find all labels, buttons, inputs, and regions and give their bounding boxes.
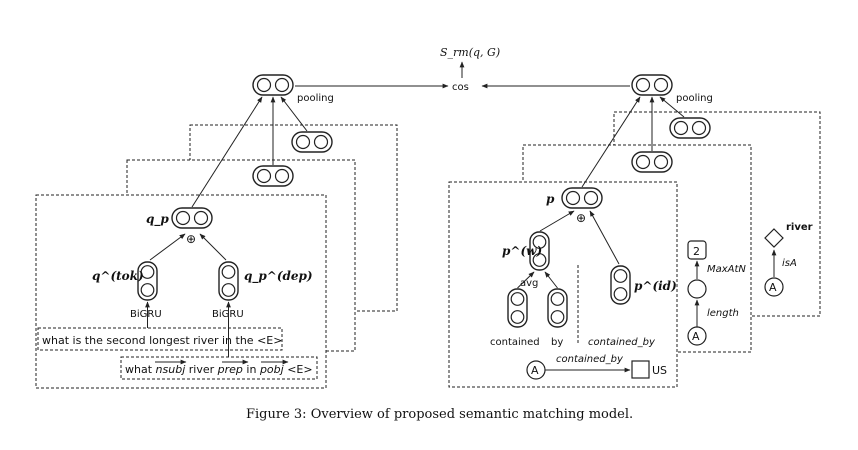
dep-word-1: what bbox=[125, 363, 153, 376]
isa-label: isA bbox=[782, 258, 797, 269]
river-label: river bbox=[786, 222, 813, 233]
us-node-label: US bbox=[652, 364, 667, 377]
node-a3-label: A bbox=[769, 281, 777, 294]
word-by-label: by bbox=[551, 337, 563, 348]
edge-contained-by-label: contained_by bbox=[556, 354, 624, 365]
right-panel-front bbox=[448, 181, 678, 388]
arrow-by-to-pw bbox=[544, 271, 558, 289]
arrow-p-to-pool bbox=[581, 96, 641, 188]
node-a3-circle bbox=[764, 277, 784, 297]
avg-label: avg bbox=[520, 278, 538, 289]
qdep-label: q_p^(dep) bbox=[244, 269, 313, 284]
id-contained-by-label: contained_by bbox=[588, 337, 656, 348]
left-encoder: pooling q_p ⊕ q^(tok) bbox=[35, 74, 398, 389]
dep-rel-1: nsubj bbox=[156, 363, 187, 376]
node-a-label: A bbox=[531, 364, 539, 377]
score-label: S_rm(q, G) bbox=[440, 46, 500, 59]
sentence-box bbox=[37, 327, 283, 351]
arrow-back-to-right-pool bbox=[659, 96, 685, 118]
pw-vector bbox=[529, 231, 550, 271]
right-back-vector bbox=[669, 117, 711, 139]
left-concat-symbol: ⊕ bbox=[186, 232, 196, 246]
bigru-right-label: BiGRU bbox=[212, 309, 244, 320]
dep-word-2: river bbox=[189, 363, 215, 376]
maxatn-label: MaxAtN bbox=[707, 264, 746, 275]
right-middle-vector bbox=[631, 151, 673, 173]
arrow-back-to-pool bbox=[280, 96, 308, 132]
left-middle-vector bbox=[252, 165, 294, 187]
dep-word-3: in bbox=[246, 363, 256, 376]
cos-label: cos bbox=[452, 82, 469, 93]
dep-word-4: <E> bbox=[287, 363, 312, 376]
word-vector-by bbox=[547, 288, 568, 328]
maxatn-value-box bbox=[687, 240, 707, 260]
length-label: length bbox=[707, 308, 739, 319]
dep-rel-2: prep bbox=[217, 363, 243, 376]
maxatn-value: 2 bbox=[693, 245, 700, 258]
dep-path-text: what nsubj river prep in pobj <E> bbox=[125, 363, 313, 376]
arrow-pid-to-p bbox=[589, 210, 620, 265]
node-a2-circle bbox=[687, 326, 707, 346]
right-pooling-vector bbox=[631, 74, 673, 96]
p-label: p bbox=[546, 192, 555, 206]
figure-caption: Figure 3: Overview of proposed semantic … bbox=[246, 407, 633, 422]
right-concat-symbol: ⊕ bbox=[576, 211, 586, 225]
qdep-vector bbox=[218, 261, 239, 301]
word-contained-label: contained bbox=[490, 337, 540, 348]
word-vector-contained bbox=[507, 288, 528, 328]
river-type-diamond bbox=[764, 228, 784, 248]
left-back-vector bbox=[291, 131, 333, 153]
arrow-pw-to-p bbox=[539, 210, 575, 232]
arrow-contained-to-pw bbox=[517, 271, 535, 289]
qp-label: q_p bbox=[146, 212, 169, 227]
us-node-square bbox=[631, 360, 650, 379]
pid-vector bbox=[610, 265, 631, 305]
right-encoder: pooling p ⊕ p^(w) avg bbox=[448, 74, 821, 388]
sentence-text: what is the second longest river in the … bbox=[42, 334, 282, 347]
pid-label: p^(id) bbox=[634, 279, 677, 293]
right-pooling-label: pooling bbox=[676, 93, 713, 104]
bigru-left-label: BiGRU bbox=[130, 309, 162, 320]
pw-label: p^(w) bbox=[502, 244, 542, 258]
arrow-qdep-to-qp bbox=[199, 233, 227, 261]
arrow-qtok-to-qp bbox=[149, 233, 186, 261]
similarity-head: S_rm(q, G) cos bbox=[295, 46, 630, 93]
dep-rel-3: pobj bbox=[259, 363, 285, 376]
qp-vector bbox=[171, 207, 213, 229]
arrow-qp-to-pool bbox=[191, 96, 263, 208]
qtok-label: q^(tok) bbox=[92, 269, 144, 283]
left-pooling-vector bbox=[252, 74, 294, 96]
p-vector bbox=[561, 187, 603, 209]
length-node bbox=[687, 279, 707, 299]
qtok-vector bbox=[137, 261, 158, 301]
left-pooling-label: pooling bbox=[297, 93, 334, 104]
node-a2-label: A bbox=[692, 330, 700, 343]
